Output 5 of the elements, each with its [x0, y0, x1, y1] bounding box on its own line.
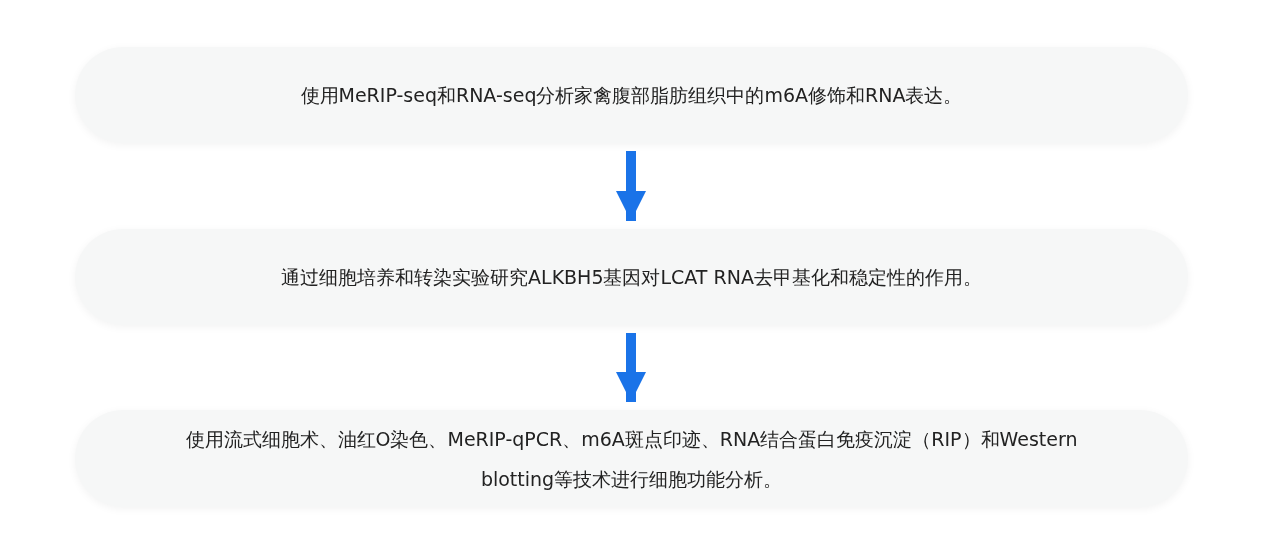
step-text: 通过细胞培养和转染实验研究ALKBH5基因对LCAT RNA去甲基化和稳定性的作用。: [280, 265, 983, 290]
arrow: [616, 333, 646, 402]
step-text: 使用MeRIP-seq和RNA-seq分析家禽腹部脂肪组织中的m6A修饰和RNA表达。: [299, 83, 964, 108]
step-text: 使用流式细胞术、油红O染色、MeRIP-qPCR、m6A斑点印迹、RNA结合蛋白免疫沉淀（RIP）和Western blotting等技术进行细胞功能分析。: [184, 426, 1079, 492]
arrow: [616, 151, 646, 221]
